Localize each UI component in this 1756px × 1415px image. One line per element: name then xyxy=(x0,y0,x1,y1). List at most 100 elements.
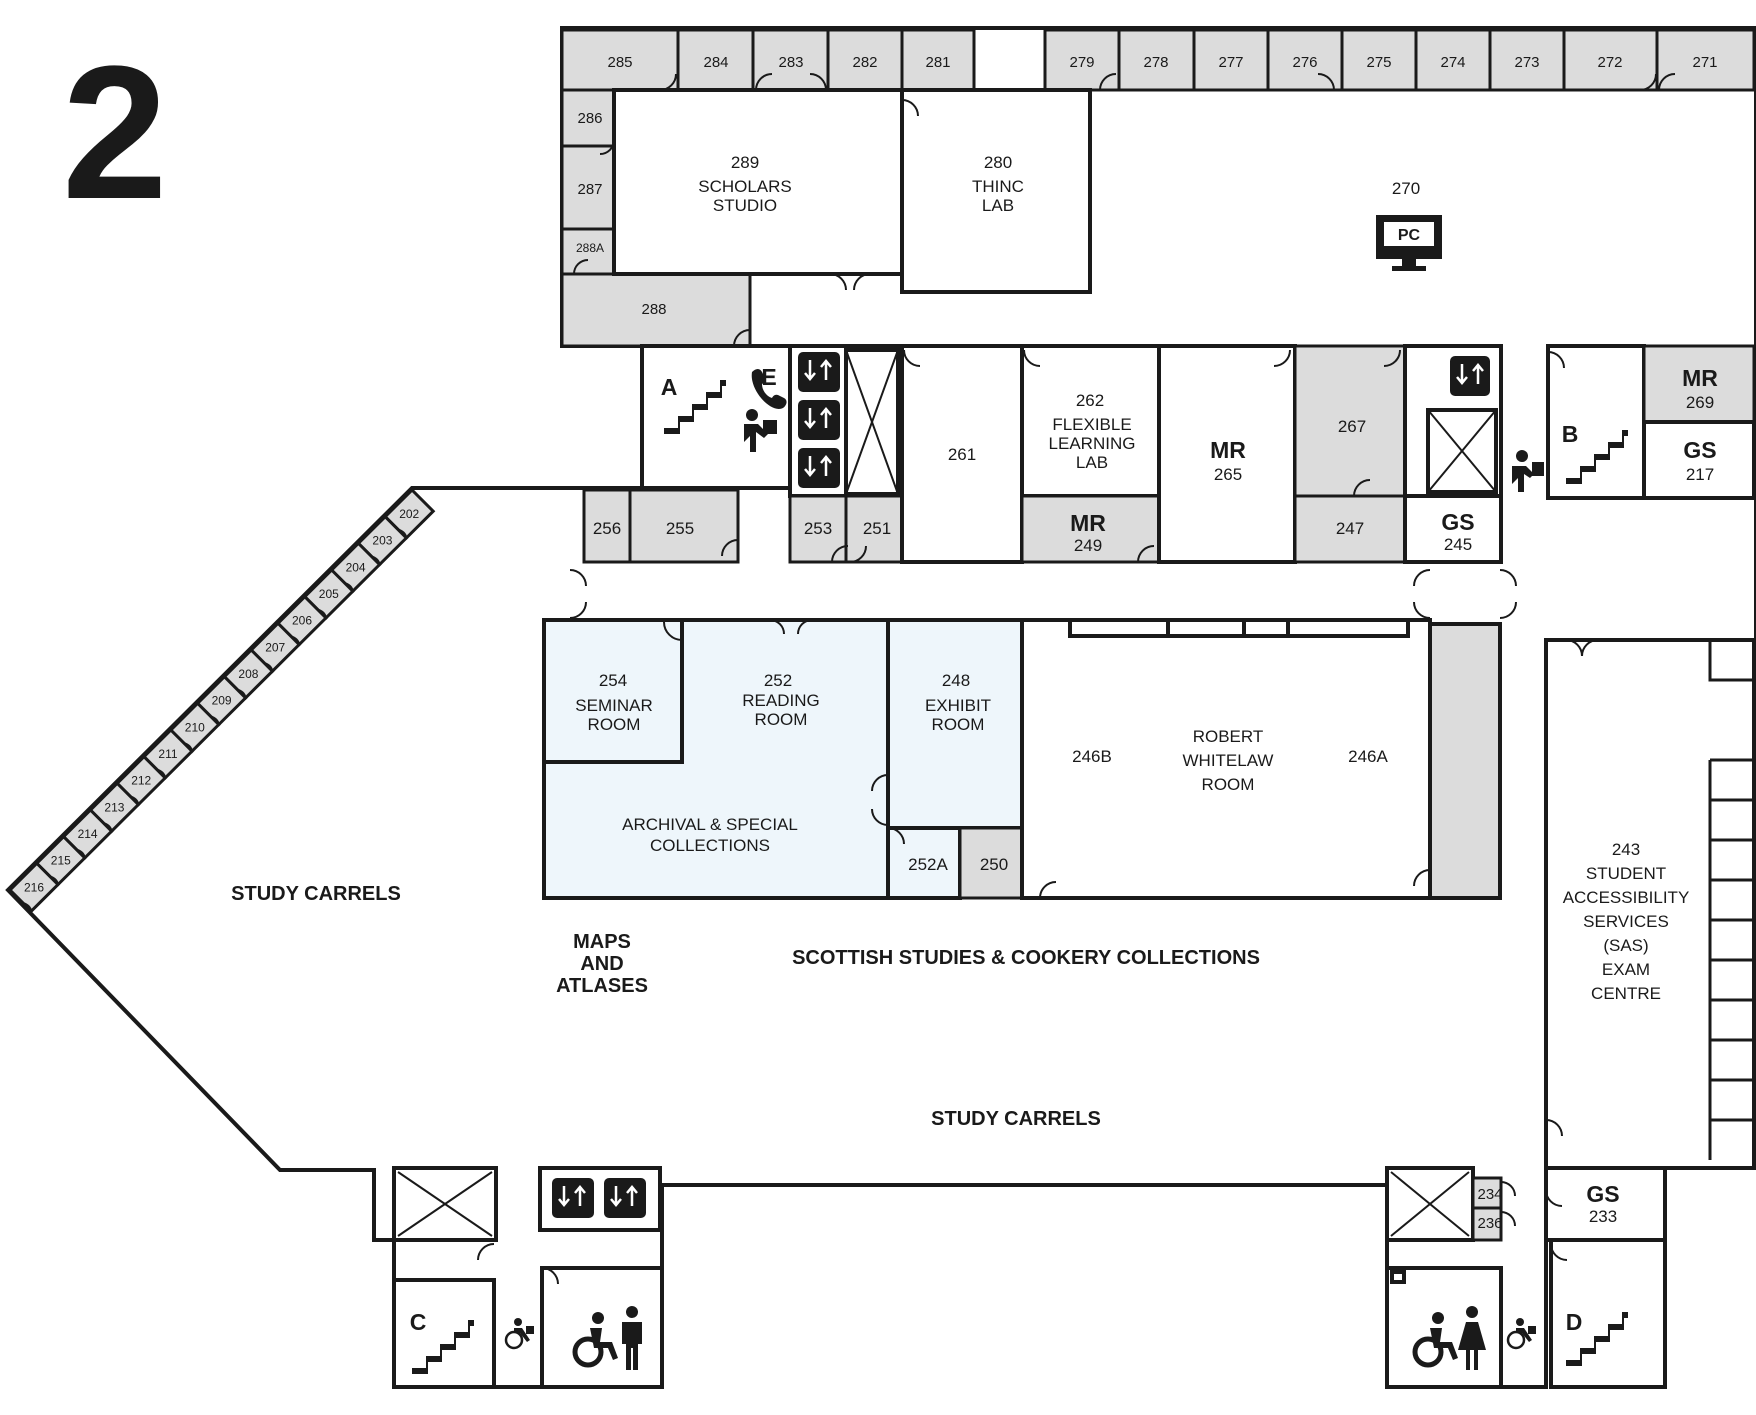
room-269[interactable] xyxy=(1642,344,1756,424)
floor-number: 2 xyxy=(62,27,168,239)
room-277[interactable] xyxy=(1192,28,1270,92)
study-carrels-label-left: STUDY CARRELS xyxy=(231,883,401,905)
washroom-accessible-male[interactable] xyxy=(540,1266,664,1389)
archival-name-1: ARCHIVAL & SPECIAL xyxy=(622,815,798,834)
room-281[interactable] xyxy=(900,28,976,92)
room-279[interactable] xyxy=(1043,28,1121,92)
room-288[interactable] xyxy=(560,272,752,348)
carrel-rooms: 2022032042052062072082092102112122132142… xyxy=(7,487,436,914)
accessible-water-fountain-icon xyxy=(504,1318,534,1350)
room-254-name-1: SEMINAR xyxy=(575,696,652,715)
room-247[interactable] xyxy=(1293,494,1407,564)
room-261-label: 261 xyxy=(948,445,976,464)
room-217-tag: GS xyxy=(1683,437,1716,463)
room-265[interactable] xyxy=(1157,344,1297,564)
room-248-name-1: EXHIBIT xyxy=(925,696,991,715)
washroom-accessible-female[interactable] xyxy=(1385,1266,1503,1389)
room-248[interactable] xyxy=(886,618,1024,830)
room-286-label: 286 xyxy=(577,110,602,127)
room-249-tag: MR xyxy=(1070,510,1106,536)
room-285[interactable] xyxy=(560,28,680,92)
room-285-label: 285 xyxy=(607,54,632,71)
room-267-label: 267 xyxy=(1338,417,1366,436)
top-room-strip: 285 284 283 282 281 279 278 277 276 275 … xyxy=(560,28,1756,92)
room-278-label: 278 xyxy=(1143,54,1168,71)
room-279-label: 279 xyxy=(1069,54,1094,71)
room-233-number: 233 xyxy=(1589,1207,1617,1226)
room-243-name-2: ACCESSIBILITY xyxy=(1563,888,1690,907)
room-217[interactable] xyxy=(1642,420,1756,500)
room-278[interactable] xyxy=(1117,28,1196,92)
room-243-name-1: STUDENT xyxy=(1586,864,1666,883)
room-208-label: 208 xyxy=(238,667,258,681)
room-286[interactable] xyxy=(560,88,616,148)
archival-special-collections[interactable] xyxy=(542,618,890,900)
stairs-icon xyxy=(664,380,726,434)
room-262-name-3: LAB xyxy=(1076,453,1108,472)
stairs-d-label: D xyxy=(1566,1309,1583,1335)
room-250[interactable] xyxy=(958,826,1024,900)
room-267[interactable] xyxy=(1293,344,1407,498)
room-262-name-1: FLEXIBLE xyxy=(1052,415,1131,434)
room-214-label: 214 xyxy=(78,827,98,841)
room-246-name-1: ROBERT xyxy=(1193,727,1264,746)
elevator-icon xyxy=(798,352,840,488)
room-210-label: 210 xyxy=(185,720,205,734)
room-283[interactable] xyxy=(751,28,830,92)
female-washroom-icon xyxy=(1458,1306,1486,1370)
room-277-label: 277 xyxy=(1218,54,1243,71)
stairs-c-label: C xyxy=(410,1309,427,1335)
stairwell-c[interactable] xyxy=(392,1278,496,1389)
room-245-tag: GS xyxy=(1441,509,1474,535)
maps-atlases-label-1: MAPS xyxy=(573,931,631,953)
room-207-label: 207 xyxy=(265,640,285,654)
water-fountain-icon xyxy=(744,409,777,452)
room-256[interactable] xyxy=(582,488,632,564)
room-252-name-1: READING xyxy=(742,691,819,710)
room-254-name-2: ROOM xyxy=(588,715,641,734)
stairwell-a[interactable] xyxy=(640,344,792,490)
room-245-number: 245 xyxy=(1444,535,1472,554)
room-288-label: 288 xyxy=(641,301,666,318)
window-ledge xyxy=(1242,618,1290,638)
room-243-number: 243 xyxy=(1612,840,1640,859)
room-252A-label: 252A xyxy=(908,855,948,874)
room-206-label: 206 xyxy=(292,614,312,628)
room-284-label: 284 xyxy=(703,54,728,71)
archival-name-2: COLLECTIONS xyxy=(650,836,770,855)
room-289-number: 289 xyxy=(731,153,759,172)
room-234[interactable] xyxy=(1471,1176,1503,1210)
room-274-label: 274 xyxy=(1440,54,1465,71)
room-287[interactable] xyxy=(560,144,616,231)
room-287-label: 287 xyxy=(577,181,602,198)
room-236[interactable] xyxy=(1471,1206,1503,1242)
room-249[interactable] xyxy=(1020,494,1161,564)
room-288A[interactable] xyxy=(560,227,616,276)
room-280-name-1: THINC xyxy=(972,177,1024,196)
room-205-label: 205 xyxy=(319,587,339,601)
room-282[interactable] xyxy=(826,28,904,92)
room-255[interactable] xyxy=(628,488,740,564)
room-272[interactable] xyxy=(1562,28,1659,92)
computer-icon: PC xyxy=(1376,215,1442,271)
room-245[interactable] xyxy=(1403,494,1503,564)
room-233-tag: GS xyxy=(1586,1181,1619,1207)
stairs-icon xyxy=(412,1320,474,1374)
room-274[interactable] xyxy=(1414,28,1492,92)
room-265-number: 265 xyxy=(1214,465,1242,484)
room-243-name-3: SERVICES xyxy=(1583,912,1669,931)
room-204-label: 204 xyxy=(346,560,366,574)
room-233[interactable] xyxy=(1544,1166,1667,1242)
room-215-label: 215 xyxy=(51,854,71,868)
room-280[interactable] xyxy=(900,88,1092,294)
room-249-number: 249 xyxy=(1074,536,1102,555)
emergency-phone-icon xyxy=(751,369,787,409)
room-246B-label: 246B xyxy=(1072,747,1112,766)
room-262-number: 262 xyxy=(1076,391,1104,410)
room-203-label: 203 xyxy=(372,534,392,548)
room-251-label: 251 xyxy=(863,519,891,538)
room-271[interactable] xyxy=(1655,28,1756,92)
room-256-label: 256 xyxy=(593,519,621,538)
room-276-label: 276 xyxy=(1292,54,1317,71)
